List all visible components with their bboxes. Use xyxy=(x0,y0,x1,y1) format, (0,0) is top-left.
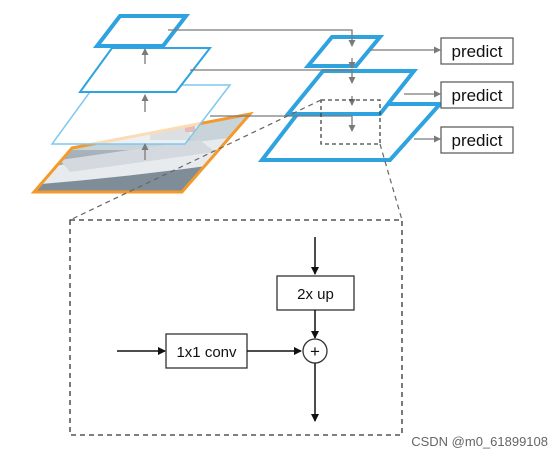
bottom-up-level-2 xyxy=(78,47,213,93)
predict-label-2: predict xyxy=(451,86,502,105)
bottom-up-level-1 xyxy=(50,84,232,145)
upsample-box: 2x up xyxy=(276,275,355,311)
predict-box-2: predict xyxy=(440,81,514,109)
lateral-conv-label: 1x1 conv xyxy=(176,344,237,361)
zoom-focus-box xyxy=(320,99,381,145)
watermark: CSDN @m0_61899108 xyxy=(411,434,548,449)
merge-symbol: + xyxy=(310,342,320,361)
top-down-level-1 xyxy=(257,102,445,162)
predict-label-1: predict xyxy=(451,42,502,61)
predict-box-3: predict xyxy=(440,126,514,154)
bottom-up-level-3 xyxy=(92,14,191,48)
predict-arrows xyxy=(370,46,441,143)
top-down-level-3 xyxy=(303,35,385,68)
predict-label-3: predict xyxy=(451,131,502,150)
zoom-lines xyxy=(69,99,403,221)
detail-panel xyxy=(69,219,403,436)
merge-add-node: + xyxy=(302,338,328,364)
upsample-label: 2x up xyxy=(297,286,334,303)
predict-box-1: predict xyxy=(440,37,514,65)
lateral-conv-box: 1x1 conv xyxy=(165,333,248,369)
